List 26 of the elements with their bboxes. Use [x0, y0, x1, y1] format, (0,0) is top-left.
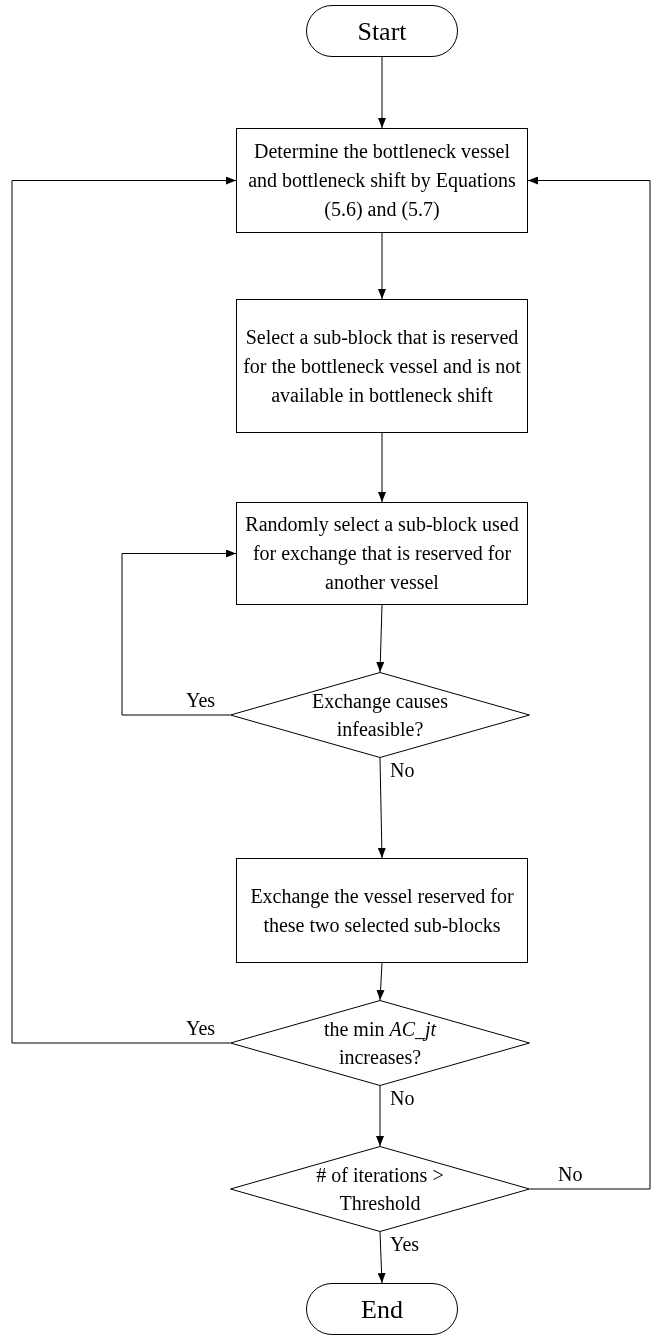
terminal: End: [306, 1283, 458, 1335]
arrow: [377, 757, 386, 859]
edge-label: No: [388, 1088, 417, 1108]
process-box: Select a sub-block that is reserved for the bottleneck vessel and is not available in bottleneck shift: [236, 299, 528, 433]
edge-label: Yes: [184, 1018, 218, 1038]
decision-diamond: # of iterations > Threshold: [230, 1146, 530, 1232]
edge-label: Yes: [184, 690, 218, 710]
decision-diamond: Exchange causes infeasible?: [230, 672, 530, 758]
decision-diamond: the min AC_jt increases?: [230, 1000, 530, 1086]
arrow: [121, 549, 237, 716]
arrow: [376, 962, 385, 1001]
edge-label: Yes: [388, 1234, 422, 1254]
arrow: [527, 176, 651, 1190]
arrow: [377, 1231, 386, 1284]
arrow: [11, 176, 237, 1044]
edge-label: No: [556, 1164, 585, 1184]
arrow: [378, 56, 386, 129]
terminal: Start: [306, 5, 458, 57]
arrow: [376, 1085, 384, 1147]
edge-label: No: [388, 760, 417, 780]
process-box: Determine the bottleneck vessel and bottleneck shift by Equations (5.6) and (5.7): [236, 128, 528, 233]
arrow: [378, 232, 386, 300]
arrow: [376, 604, 385, 673]
arrow: [378, 432, 386, 503]
process-box: Exchange the vessel reserved for these two selected sub-blocks: [236, 858, 528, 963]
process-box: Randomly select a sub-block used for exchange that is reserved for another vessel: [236, 502, 528, 605]
